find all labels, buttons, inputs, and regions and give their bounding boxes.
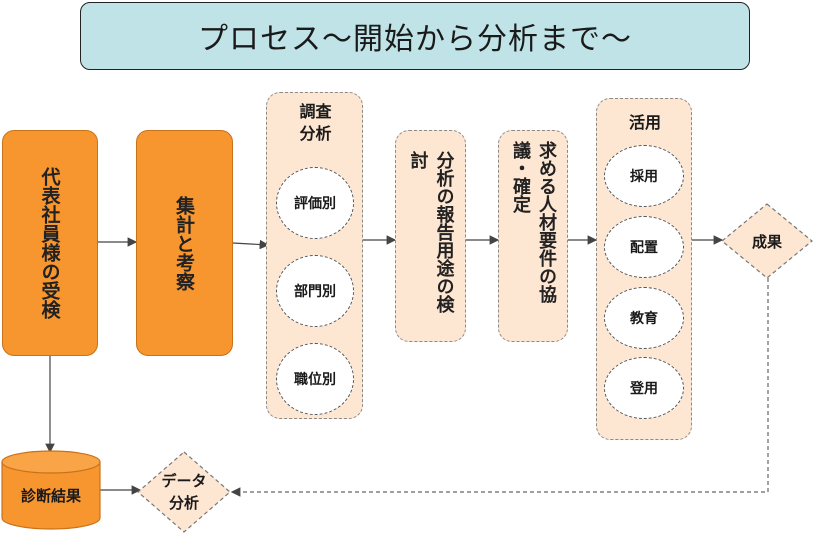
arrow-outcome-to-data bbox=[230, 278, 769, 497]
utilization-group: 活用 採用 配置 教育 登用 bbox=[596, 98, 692, 440]
arrow-aggregation-to-survey bbox=[232, 239, 270, 250]
data-analysis-text: データ分析 bbox=[161, 472, 207, 512]
utilization-item: 登用 bbox=[604, 357, 684, 419]
reception-box: 代表社員様の受検 bbox=[2, 130, 98, 356]
diagnosis-cylinder bbox=[1, 450, 101, 530]
outcome-label: 成果 bbox=[751, 232, 782, 251]
utilization-item: 教育 bbox=[604, 287, 684, 349]
survey-group: 調査分析 評価別 部門別 職位別 bbox=[266, 92, 363, 419]
survey-item: 評価別 bbox=[276, 167, 354, 239]
survey-item: 部門別 bbox=[276, 255, 354, 327]
usage-review-box: 分析の報告用途の検討 bbox=[395, 130, 466, 342]
reception-label: 代表社員様の受検 bbox=[38, 167, 61, 319]
diagnosis-label: 診断結果 bbox=[20, 486, 81, 505]
survey-label: 調査分析 bbox=[267, 101, 364, 145]
survey-label-text: 調査分析 bbox=[299, 102, 332, 143]
utilization-item: 採用 bbox=[604, 145, 684, 207]
page-title: プロセス〜開始から分析まで〜 bbox=[80, 2, 750, 70]
outcome-diamond bbox=[721, 203, 813, 279]
utilization-item: 配置 bbox=[604, 216, 684, 278]
requirements-box: 求める人材要件の協議・確定 bbox=[498, 130, 568, 342]
aggregation-label: 集計と考察 bbox=[173, 195, 195, 291]
data-analysis-diamond bbox=[137, 451, 231, 533]
aggregation-box: 集計と考察 bbox=[136, 130, 233, 356]
requirements-label: 求める人材要件の協議・確定 bbox=[510, 141, 557, 303]
survey-item: 職位別 bbox=[276, 343, 354, 415]
usage-review-label: 分析の報告用途の検討 bbox=[407, 151, 455, 313]
utilization-label: 活用 bbox=[628, 113, 661, 132]
data-analysis-label: データ分析 bbox=[158, 460, 210, 524]
